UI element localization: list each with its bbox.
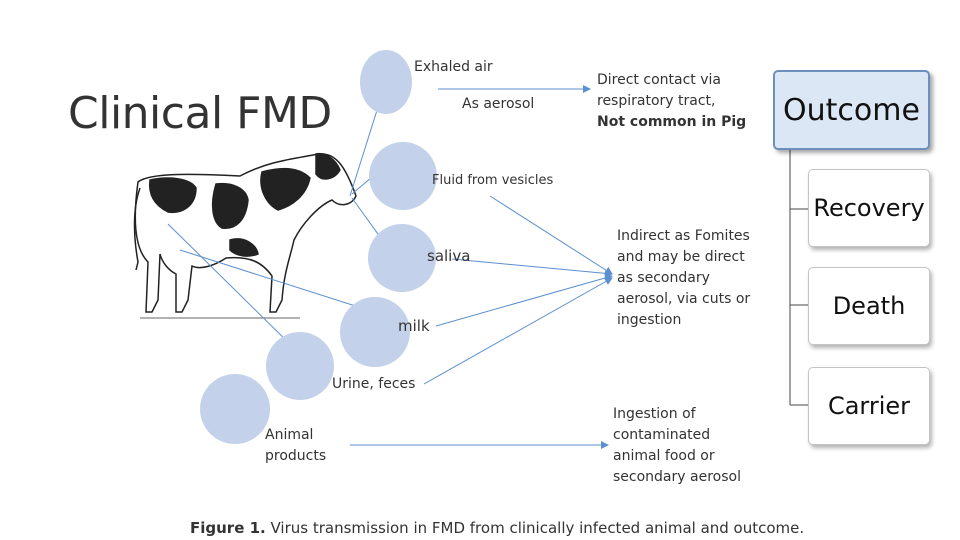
route-ingestion-line: animal food or	[613, 448, 715, 464]
route-indirect: Indirect as Fomites and may be direct as…	[617, 226, 750, 331]
route-indirect-line: and may be direct	[617, 249, 745, 265]
figure-caption-text: Virus transmission in FMD from clinicall…	[265, 519, 805, 537]
outcome-recovery: Recovery	[808, 169, 930, 247]
route-ingestion-line: Ingestion of	[613, 406, 696, 422]
diagram-title: Clinical FMD	[68, 88, 332, 139]
figure-caption-label: Figure 1.	[190, 519, 266, 537]
source-circle-fluid	[369, 142, 437, 210]
route-indirect-line: as secondary	[617, 270, 710, 286]
source-label-exhaled-air: Exhaled air	[414, 59, 493, 75]
outcome-carrier: Carrier	[808, 367, 930, 445]
source-label-saliva: saliva	[427, 247, 471, 265]
source-circle-milk	[340, 297, 410, 367]
figure-caption: Figure 1. Virus transmission in FMD from…	[190, 519, 804, 537]
outcome-death: Death	[808, 267, 930, 345]
route-indirect-line: ingestion	[617, 312, 682, 328]
route-ingestion-line: contaminated	[613, 427, 711, 443]
source-label-milk: milk	[398, 317, 430, 335]
route-arrows	[350, 85, 613, 449]
source-circle-exhaled-air	[360, 50, 412, 114]
route-indirect-line: Indirect as Fomites	[617, 228, 750, 244]
route-ingestion: Ingestion of contaminated animal food or…	[613, 404, 741, 488]
outcome-box: Outcome	[773, 70, 930, 150]
route-indirect-line: aerosol, via cuts or	[617, 291, 751, 307]
route-ingestion-line: secondary aerosol	[613, 469, 741, 485]
source-circle-urine	[266, 332, 334, 400]
source-circle-animal-products	[200, 374, 270, 444]
route-direct-line: Direct contact via	[597, 72, 721, 88]
route-direct-line: respiratory tract,	[597, 93, 716, 109]
cow-illustration	[133, 152, 357, 319]
route-direct-line: Not common in Pig	[597, 114, 747, 130]
source-circle-saliva	[368, 224, 436, 292]
source-sublabel-aerosol: As aerosol	[462, 96, 535, 112]
source-label-animal-products: Animal products	[265, 427, 327, 464]
outcome-connectors	[789, 148, 808, 406]
source-label-fluid: Fluid from vesicles	[432, 173, 554, 188]
source-label-urine: Urine, feces	[332, 376, 416, 392]
route-direct: Direct contact via respiratory tract, No…	[597, 70, 746, 133]
